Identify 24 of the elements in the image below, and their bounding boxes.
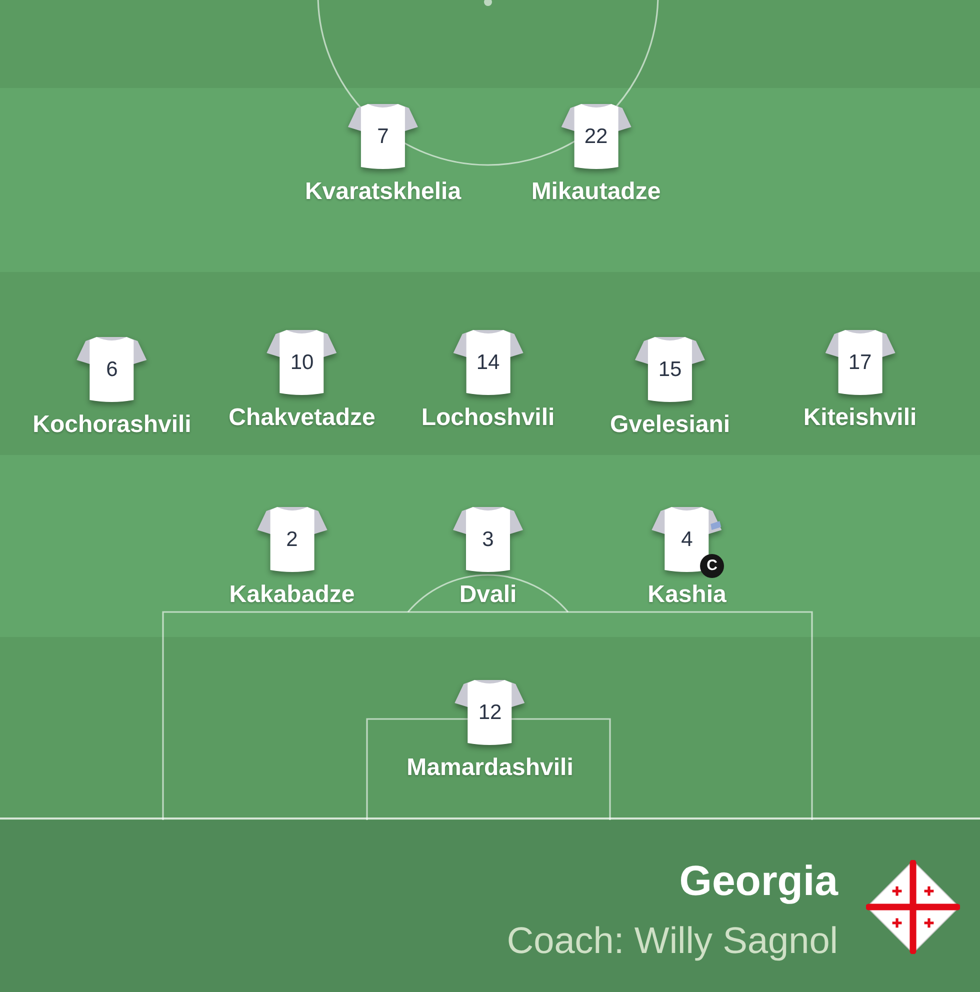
player-name: Mamardashvili: [406, 755, 574, 781]
player-name: Kvaratskhelia: [304, 179, 462, 205]
shirt-number: 4: [681, 528, 693, 552]
coach-name: Coach: Willy Sagnol: [506, 919, 838, 963]
player-name: Kakabadze: [229, 582, 355, 608]
player-name: Dvali: [459, 582, 517, 608]
shirt-number: 7: [377, 125, 389, 149]
player-name: Lochoshvili: [421, 405, 555, 431]
player-name: Gvelesiani: [610, 412, 730, 438]
shirt-number: 15: [658, 358, 682, 382]
player-name: Chakvetadze: [228, 405, 376, 431]
shirt-number: 12: [478, 701, 502, 725]
player-name: Kochorashvili: [32, 412, 192, 438]
shirt-number: 22: [584, 125, 608, 149]
player-name: Kashia: [648, 582, 726, 608]
shirt-number: 17: [848, 351, 872, 375]
shirt-number: 14: [476, 351, 500, 375]
shirt-number: 3: [482, 528, 494, 552]
shirt-number: 2: [286, 528, 298, 552]
player-name: Kiteishvili: [803, 405, 917, 431]
shirt-number: 6: [106, 358, 118, 382]
shirt-number: 10: [290, 351, 314, 375]
player-name: Mikautadze: [531, 179, 661, 205]
team-name: Georgia: [679, 856, 838, 906]
